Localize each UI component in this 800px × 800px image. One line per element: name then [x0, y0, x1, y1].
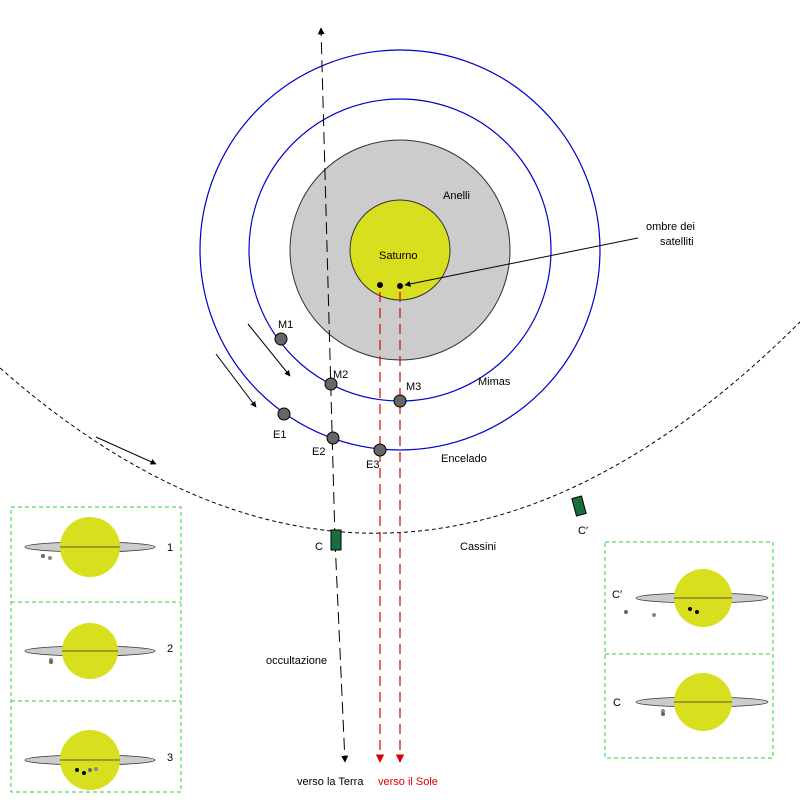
inset-moon	[41, 554, 45, 558]
earth-line-up	[317, 27, 336, 541]
inset-panel-3: 3	[24, 730, 173, 790]
inset-panel-2: 2	[24, 623, 173, 679]
inset-shadow	[82, 771, 86, 775]
mimas-m2	[324, 377, 338, 391]
enceladus-orbit	[199, 49, 601, 451]
inset-shadow	[688, 607, 692, 611]
e2-label: E2	[312, 446, 325, 458]
inset-moon	[88, 768, 92, 772]
inset-panel-c: C	[613, 673, 769, 731]
to-earth-label: verso la Terra	[297, 776, 364, 788]
enceladus-e1	[277, 407, 291, 421]
inset-frame	[604, 541, 774, 759]
saturn-label: Saturno	[379, 250, 418, 262]
mimas-m3	[393, 394, 407, 408]
earth-line-down	[334, 539, 349, 763]
m2-label: M2	[333, 369, 348, 381]
inset-label-c: C	[613, 697, 621, 709]
e3-label: E3	[366, 459, 379, 471]
inset-label-c-prime: C′	[612, 589, 622, 601]
shadows-label-line1: ombre dei	[646, 221, 695, 233]
inset-moon	[652, 613, 656, 617]
inset-moon	[94, 767, 98, 771]
to-sun-label: verso il Sole	[378, 776, 438, 788]
mimas-label: Mimas	[478, 376, 511, 388]
shadow-dot	[397, 283, 403, 289]
inset-moon	[624, 610, 628, 614]
cassini-spacecraft-c-prime	[571, 495, 587, 517]
inset-shadow	[695, 610, 699, 614]
shadows-pointer-arrow	[404, 237, 639, 287]
inset-moon	[48, 556, 52, 560]
cassini-spacecraft-c	[330, 529, 342, 551]
inset-panel-1: 1	[24, 517, 173, 577]
c-label: C	[315, 541, 323, 553]
inset-moon	[661, 709, 665, 713]
inset-shadow	[75, 768, 79, 772]
enceladus-e3	[373, 443, 387, 457]
occultation-label: occultazione	[266, 655, 327, 667]
motion-arrow	[247, 323, 291, 377]
inset-label-3: 3	[167, 752, 173, 764]
shadow-dot	[377, 282, 383, 288]
rings-label: Anelli	[443, 190, 470, 202]
motion-arrow	[215, 353, 257, 408]
shadows-label-line2: satelliti	[660, 236, 694, 248]
cassini-label: Cassini	[460, 541, 496, 553]
inset-moon	[49, 660, 53, 664]
inset-panel-c-prime: C′	[612, 569, 769, 627]
right-insets: C′ C	[604, 541, 774, 759]
mimas-m1	[274, 332, 288, 346]
inset-label-1: 1	[167, 542, 173, 554]
enceladus-e2	[326, 431, 340, 445]
left-insets: 1 2 3	[10, 506, 182, 793]
e1-label: E1	[273, 429, 286, 441]
inset-moon	[661, 712, 665, 716]
motion-arrow	[95, 436, 157, 465]
inset-label-2: 2	[167, 643, 173, 655]
enceladus-label: Encelado	[441, 453, 487, 465]
m1-label: M1	[278, 319, 293, 331]
m3-label: M3	[406, 381, 421, 393]
c-prime-label: C′	[578, 525, 588, 537]
inset-frame	[10, 506, 182, 793]
